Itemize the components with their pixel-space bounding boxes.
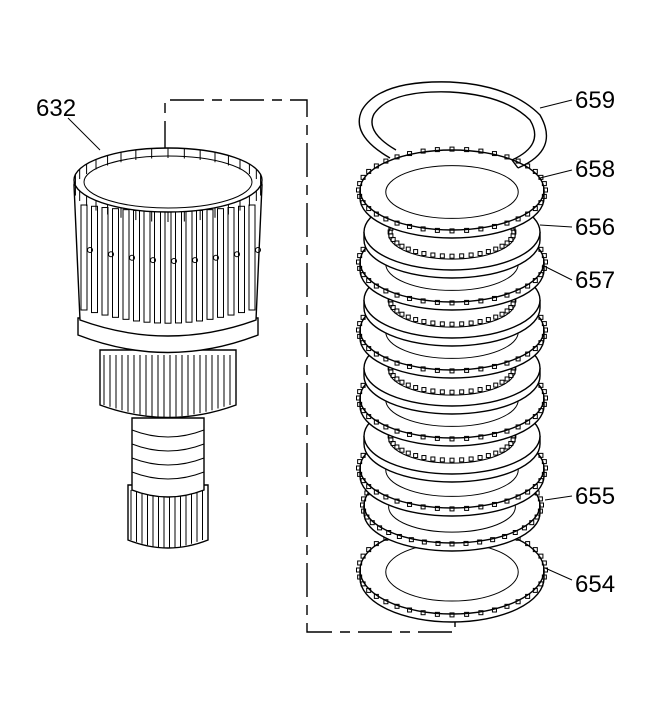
snap-ring-659 [358,81,548,169]
callout-659: 659 [575,87,615,114]
callout-658: 658 [575,156,615,183]
clutch-drum-632 [73,147,263,549]
clutch-pack [356,146,548,623]
callout-656: 656 [575,214,615,241]
callout-632: 632 [36,95,76,122]
callout-655: 655 [575,483,615,510]
leader-lines [67,99,573,581]
callout-657: 657 [575,267,615,294]
alignment-bracket [164,99,456,633]
callout-654: 654 [575,571,615,598]
